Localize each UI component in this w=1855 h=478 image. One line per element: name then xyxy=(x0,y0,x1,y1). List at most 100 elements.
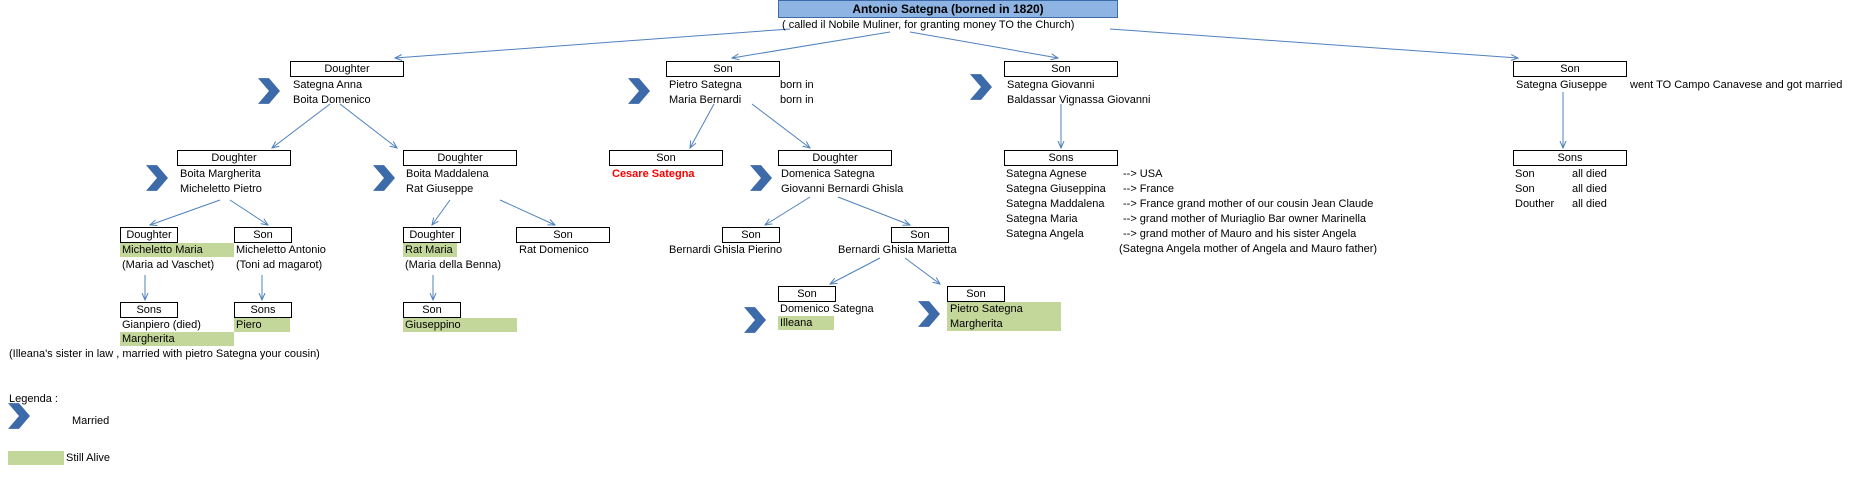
micheletto-maria-line2: (Maria ad Vaschet) xyxy=(122,259,215,271)
giovanni-son-note: --> France grand mother of our cousin Je… xyxy=(1123,198,1374,210)
rat-domenico-header: Son xyxy=(516,227,610,243)
domenico-line2: Illeana xyxy=(780,317,813,329)
maria-sons-note: (Illeana's sister in law , married with … xyxy=(9,348,320,360)
giuseppe-line1: Sategna Giuseppe xyxy=(1516,79,1608,91)
pietro-header: Son xyxy=(666,61,780,77)
cesare-name: Cesare Sategna xyxy=(612,168,695,180)
alive-highlight xyxy=(403,318,517,332)
root-subtitle: ( called il Nobile Muliner, for granting… xyxy=(782,19,1075,31)
connector-marietta-domenico xyxy=(830,257,881,284)
pietro-jr-line2: Margherita xyxy=(950,318,1003,330)
pierino-header: Son xyxy=(722,227,780,243)
giuseppe-son-name: Son xyxy=(1515,183,1535,195)
micheletto-antonio-header: Son xyxy=(234,227,292,243)
maria-sons-line2: Margherita xyxy=(122,333,175,345)
domenica-line2: Giovanni Bernardi Ghisla xyxy=(781,183,904,195)
pietro-line2: Maria Bernardi xyxy=(669,94,742,106)
alive-highlight xyxy=(120,332,234,346)
connector-margherita-maria xyxy=(150,199,221,225)
domenica-line1: Domenica Sategna xyxy=(781,168,875,180)
anna-header: Doughter xyxy=(290,61,404,77)
rat-sons-header: Son xyxy=(403,302,461,318)
giuseppe-son-note: all died xyxy=(1572,168,1607,180)
legend-title: Legenda : xyxy=(9,393,58,405)
giuseppe-header: Son xyxy=(1513,61,1627,77)
micheletto-antonio-line2: (Toni ad magarot) xyxy=(236,259,323,271)
married-chevron-icon xyxy=(970,74,992,100)
giovanni-son-name: Sategna Maddalena xyxy=(1006,198,1105,210)
maria-sons-header: Sons xyxy=(120,302,178,318)
alive-highlight xyxy=(120,243,234,257)
domenico-header: Son xyxy=(778,286,836,302)
maddalena-line1: Boita Maddalena xyxy=(406,168,489,180)
married-chevron-icon xyxy=(918,301,940,327)
connector-maddalena-ratmaria xyxy=(432,199,451,225)
connector-root-anna xyxy=(395,28,791,58)
legend-alive-label: Still Alive xyxy=(66,452,111,464)
giovanni-sons-header: Sons xyxy=(1004,150,1118,166)
domenico-line1: Domenico Sategna xyxy=(780,303,874,315)
pietro-jr-line1: Pietro Sategna xyxy=(950,303,1023,315)
giuseppe-son-name: Douther xyxy=(1515,198,1555,210)
connector-root-giovanni xyxy=(909,31,1058,58)
connector-domenica-marietta xyxy=(837,196,910,225)
giovanni-son-note: --> grand mother of Muriaglio Bar owner … xyxy=(1123,213,1367,225)
married-chevron-icon xyxy=(373,165,395,191)
root-title: Antonio Sategna (borned in 1820) xyxy=(778,0,1118,18)
married-chevron-icon xyxy=(258,78,280,104)
married-chevron-icon xyxy=(628,78,650,104)
anna-line2: Boita Domenico xyxy=(293,94,371,106)
alive-highlight xyxy=(403,243,457,257)
connector-pietro-domenica xyxy=(751,103,810,148)
giuseppe-sons-header: Sons xyxy=(1513,150,1627,166)
rat-maria-header: Doughter xyxy=(403,227,461,243)
connector-margherita-antonio xyxy=(229,199,268,225)
giovanni-son-name: Sategna Giuseppina xyxy=(1006,183,1106,195)
rat-maria-line1: Rat Maria xyxy=(405,244,453,256)
margherita-line1: Boita Margherita xyxy=(180,168,261,180)
maddalena-header: Doughter xyxy=(403,150,517,166)
cesare-header: Son xyxy=(609,150,723,166)
married-chevron-icon xyxy=(744,307,766,333)
legend-married-label: Married xyxy=(72,415,110,427)
alive-highlight xyxy=(947,302,1061,331)
pietro-jr-header: Son xyxy=(947,286,1005,302)
marietta-header: Son xyxy=(891,227,949,243)
micheletto-maria-header: Doughter xyxy=(120,227,178,243)
giovanni-sons-footnote: (Sategna Angela mother of Angela and Mau… xyxy=(1119,243,1378,255)
maria-sons-line1: Gianpiero (died) xyxy=(122,319,201,331)
antonio-sons-header: Sons xyxy=(234,302,292,318)
giuseppe-son-name: Son xyxy=(1515,168,1535,180)
connector-domenica-pierino xyxy=(765,196,811,225)
maddalena-line2: Rat Giuseppe xyxy=(406,183,474,195)
connector-root-giuseppe xyxy=(1109,28,1518,58)
micheletto-maria-line1: Micheletto Maria xyxy=(122,244,203,256)
pietro-note2: born in xyxy=(780,94,814,106)
giovanni-line2: Baldassar Vignassa Giovanni xyxy=(1007,94,1151,106)
connector-marietta-pietro xyxy=(904,257,940,284)
domenica-header: Doughter xyxy=(778,150,892,166)
giovanni-son-name: Sategna Agnese xyxy=(1006,168,1087,180)
anna-line1: Sategna Anna xyxy=(293,79,363,91)
pierino-line1: Bernardi Ghisla Pierino xyxy=(669,244,783,256)
giovanni-son-note: --> grand mother of Mauro and his sister… xyxy=(1123,228,1357,240)
pietro-note1: born in xyxy=(780,79,814,91)
giovanni-son-name: Sategna Maria xyxy=(1006,213,1078,225)
rat-maria-line2: (Maria della Benna) xyxy=(405,259,501,271)
giovanni-header: Son xyxy=(1004,61,1118,77)
giuseppe-note: went TO Campo Canavese and got married xyxy=(1630,79,1843,91)
marietta-line1: Bernardi Ghisla Marietta xyxy=(838,244,957,256)
pietro-line1: Pietro Sategna xyxy=(669,79,742,91)
micheletto-antonio-line1: Micheletto Antonio xyxy=(236,244,326,256)
connector-root-pietro xyxy=(732,31,891,58)
margherita-header: Doughter xyxy=(177,150,291,166)
legend-alive-swatch xyxy=(8,451,64,465)
rat-sons-line1: Giuseppino xyxy=(405,319,461,331)
giuseppe-son-note: all died xyxy=(1572,183,1607,195)
giovanni-son-note: --> France xyxy=(1123,183,1175,195)
legend-married-chevron-icon xyxy=(8,403,30,429)
married-chevron-icon xyxy=(146,165,168,191)
connector-anna-margherita xyxy=(272,103,331,148)
antonio-sons-line1: Piero xyxy=(236,319,262,331)
connector-maddalena-ratdomenico xyxy=(499,199,555,225)
